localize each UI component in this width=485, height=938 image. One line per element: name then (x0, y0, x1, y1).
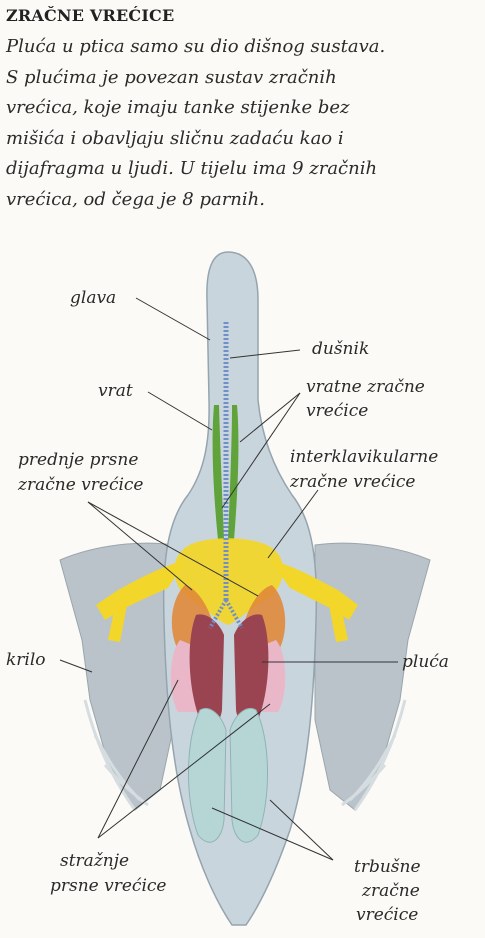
label-neck: vrat (98, 381, 133, 401)
label-abdominal-line3: vrećice (356, 905, 418, 925)
intro-text: Pluća u ptica samo su dio dišnog sustava… (6, 32, 476, 215)
abdominal-air-sac-right (229, 707, 268, 843)
label-interclavicular-line1: interklavikularne (290, 447, 438, 467)
page-title: ZRAČNE VREĆICE (6, 6, 175, 25)
label-interclavicular-line2: zračne vrećice (289, 472, 415, 492)
label-posterior-thoracic-line2: prsne vrećice (50, 876, 166, 896)
intro-line: dijafragma u ljudi. U tijelu ima 9 zračn… (6, 158, 378, 179)
leader-lines (59, 297, 398, 861)
intro-line: mišića i obavljaju sličnu zadaću kao i (6, 127, 344, 149)
label-head: glava (70, 288, 116, 308)
neck-air-sac-right (228, 405, 239, 540)
trachea-branch-right (224, 599, 244, 629)
label-lungs: pluća (402, 652, 449, 672)
label-neck-air-sacs-line1: vratne zračne (306, 377, 425, 397)
label-anterior-thoracic-line2: zračne vrećice (17, 475, 143, 495)
intro-line: S plućima je povezan sustav zračnih (6, 66, 337, 88)
label-anterior-thoracic-line1: prednje prsne (18, 450, 138, 470)
lung-right (234, 614, 269, 726)
label-neck-air-sacs-line2: vrećice (306, 401, 368, 421)
intro-line: vrećica, koje imaju tanke stijenke bez (6, 97, 350, 118)
intro-line: vrećica, od čega je 8 parnih. (6, 188, 265, 210)
label-abdominal-line2: zračne (361, 881, 420, 901)
abdominal-air-sac-left (188, 707, 227, 843)
intro-line: Pluća u ptica samo su dio dišnog sustava… (6, 36, 386, 57)
label-abdominal-line1: trbušne (354, 857, 421, 877)
neck-air-sac-left (212, 405, 224, 540)
right-wing-feathers (341, 699, 407, 811)
interclavicular-arm-left-tip (108, 592, 128, 642)
label-wing: krilo (6, 650, 46, 670)
label-trachea: dušnik (312, 339, 369, 359)
interclavicular-arm-right-tip (328, 592, 348, 642)
trachea-branch-left (208, 599, 228, 629)
lung-left (189, 614, 224, 726)
right-wing (314, 542, 431, 811)
label-posterior-thoracic-line1: stražnje (60, 851, 129, 871)
